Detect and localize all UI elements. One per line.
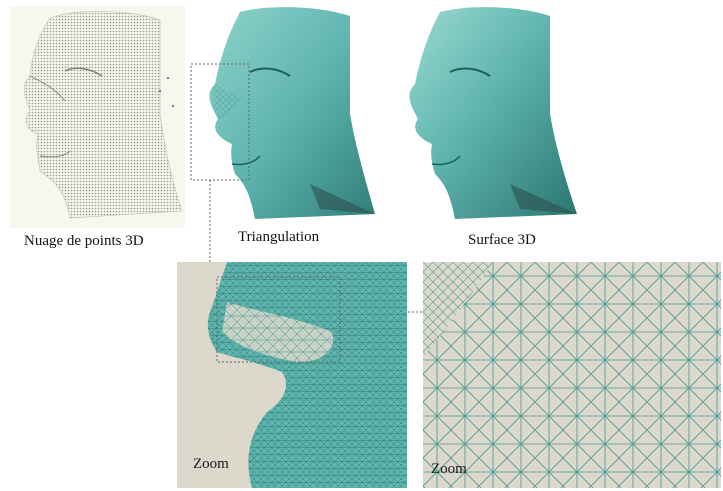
zoom-left-mesh: Zoom <box>177 262 407 488</box>
zoom-right-panel: Zoom <box>423 262 721 488</box>
zoom-right-label: Zoom <box>431 461 467 477</box>
zoom-left-panel: Zoom <box>177 262 407 488</box>
zoom-right-mesh: Zoom <box>423 262 721 488</box>
zoom-left-label: Zoom <box>193 456 229 472</box>
